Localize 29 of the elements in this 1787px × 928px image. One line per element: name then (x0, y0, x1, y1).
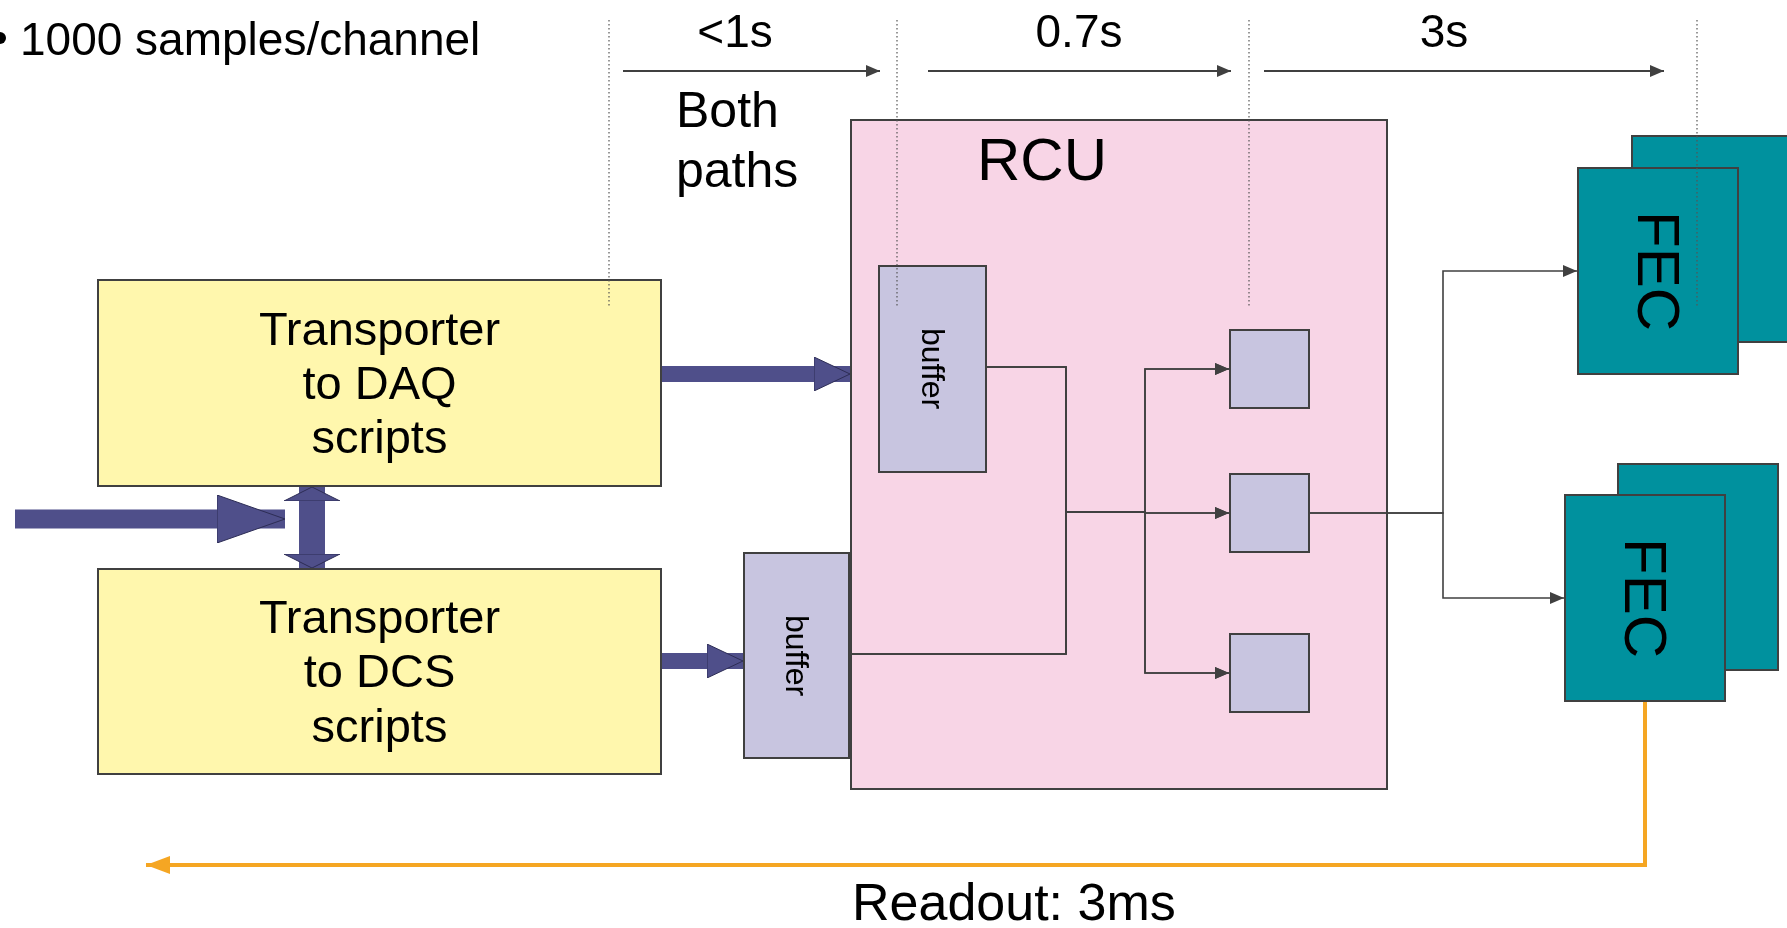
card-stack (1564, 463, 1779, 702)
buffer-box (878, 265, 987, 473)
duration-label: 0.7s (1035, 4, 1123, 58)
process-box (97, 279, 662, 487)
box-label: buffer (778, 614, 815, 697)
block-arrow (283, 486, 341, 569)
box-label: FEC (1623, 211, 1693, 331)
register-box (1229, 633, 1310, 713)
arrow (849, 511, 1230, 679)
box-label: Transporter to DCS scripts (257, 590, 502, 753)
duration-label: <1s (697, 4, 773, 58)
process-box (97, 568, 662, 775)
edge-label: Readout: 3ms (852, 872, 1176, 928)
note-text: 1000 samples/channel (20, 12, 481, 66)
unit-panel (850, 119, 1388, 790)
block-arrow (662, 643, 744, 679)
buffer-box (743, 552, 850, 759)
panel-title: RCU (977, 125, 1107, 194)
register-box (1229, 329, 1310, 409)
duration-label: 3s (1419, 4, 1469, 58)
box-label: buffer (914, 328, 951, 410)
arrow (146, 702, 1647, 874)
box-label: Transporter to DAQ scripts (257, 301, 502, 465)
register-box (1229, 473, 1310, 553)
arrow (1309, 512, 1565, 604)
box-label: FEC (1610, 538, 1680, 658)
card-stack (1577, 135, 1787, 375)
note-text: Both paths (676, 81, 800, 200)
block-arrow (662, 356, 851, 392)
